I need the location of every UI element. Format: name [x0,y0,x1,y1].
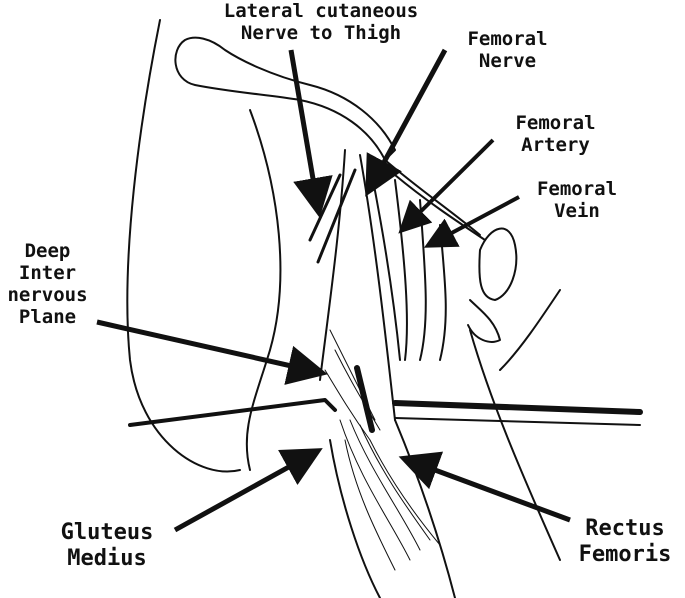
retractor-right-2 [394,417,641,426]
label-deep-plane: Deep Inter nervous Plane [7,240,88,328]
label-gluteus-medius: Gluteus Medius [60,520,154,571]
skin-edge [329,439,381,598]
arrow-femoral-artery [398,138,495,234]
medial-thigh-line [469,329,561,561]
label-femoral-vein: Femoral Vein [536,178,618,222]
arrow-deep-plane [96,319,328,385]
arrow-rectus-femoris [398,451,571,523]
arrow-femoral-vein [423,195,520,248]
thigh-outline [126,19,241,473]
nerve-probe [316,168,357,264]
label-femoral-nerve: Femoral Nerve [467,28,548,72]
sartorius-right [359,154,396,421]
plane-fibres [324,329,381,441]
inguinal-ligament-2 [394,174,486,241]
lower-leg-line [394,419,456,598]
pubic-ramus [467,299,501,343]
buttock-outline [245,109,282,471]
gluteus-fibres [339,419,441,571]
label-lateral-cutaneous: Lateral cutaneous Nerve to Thigh [223,0,419,44]
label-femoral-artery: Femoral Artery [515,112,596,156]
right-skin-line [499,289,561,371]
vessel-line [419,199,427,361]
iliac-crest [174,36,396,161]
label-rectus-femoris: Rectus Femoris [578,516,672,567]
arrow-gluteus-medius [173,448,323,533]
retractor-left [128,398,337,427]
pubic-bone [478,227,518,301]
vein-line [439,224,447,361]
sartorius-left [319,149,346,381]
retractor-right [392,400,643,415]
arrow-lateral-cutaneous [288,49,333,218]
arrow-femoral-nerve [365,48,448,197]
